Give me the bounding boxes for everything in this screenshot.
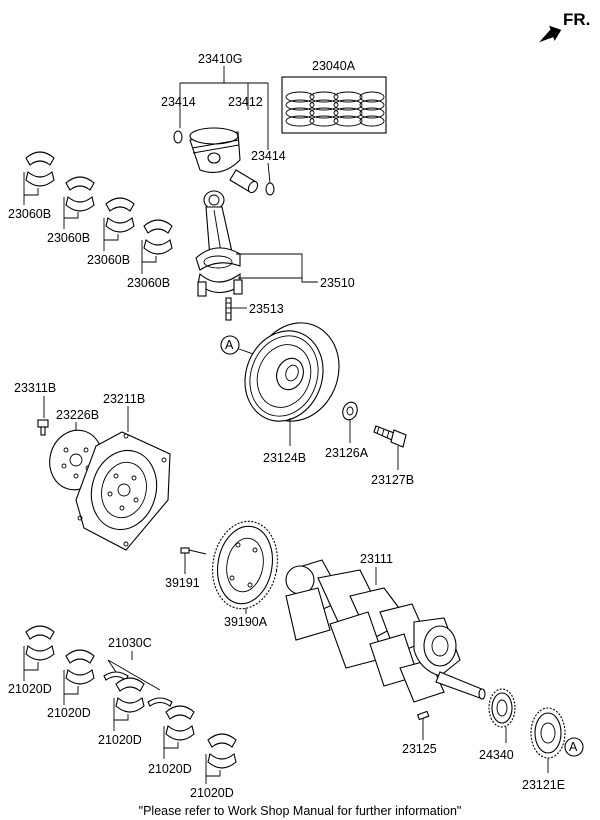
- rod-bolt-icon: [225, 297, 232, 321]
- callout-21020D-4: 21020D: [148, 762, 192, 776]
- crankshaft-pulley-assembly: A 23124B 23126A 23127B: [220, 322, 414, 487]
- sprocket-large-icon: [530, 707, 566, 759]
- callout-23410G: 23410G: [198, 52, 242, 66]
- crank-key-icon: [416, 710, 430, 721]
- crankshaft-bearings-upper: 23060B 23060B 23060B 23060B: [8, 151, 173, 290]
- crankshaft-icon: [285, 559, 486, 703]
- callout-23127B: 23127B: [371, 473, 414, 487]
- front-direction-indicator: FR.: [539, 10, 590, 43]
- callout-23513: 23513: [249, 302, 284, 316]
- pulley-washer-icon: [342, 401, 358, 421]
- callout-21020D-5: 21020D: [190, 786, 234, 800]
- callout-24340: 24340: [479, 748, 514, 762]
- bearing-shell-icon: [115, 677, 145, 713]
- callout-21030C: 21030C: [108, 636, 152, 650]
- callout-23510: 23510: [320, 276, 355, 290]
- callout-23060B-4: 23060B: [127, 276, 170, 290]
- bearing-shell-icon: [65, 176, 95, 212]
- thrust-washer-icon: [147, 697, 173, 707]
- callout-23040A: 23040A: [312, 59, 356, 73]
- bearing-shell-icon: [207, 733, 237, 769]
- callout-23060B-3: 23060B: [87, 253, 130, 267]
- front-arrow-icon: [539, 25, 562, 43]
- sprocket-assembly: 24340 23121E A: [479, 688, 584, 792]
- connecting-rod-icon: [195, 190, 243, 297]
- callout-21020D-3: 21020D: [98, 733, 142, 747]
- bearing-shell-icon: [25, 151, 55, 187]
- piston-ring-set: 23040A: [281, 59, 387, 134]
- callout-23111: 23111: [360, 552, 393, 566]
- callout-39190A: 39190A: [224, 615, 268, 629]
- piston-pin-icon: [229, 169, 259, 194]
- bearing-shell-icon: [143, 219, 173, 255]
- sprocket-small-icon: [488, 688, 516, 728]
- ref-mark-a-pulley-label: A: [225, 338, 234, 352]
- ref-mark-a-sprocket: [564, 737, 584, 757]
- callout-23211B: 23211B: [103, 392, 145, 406]
- piston-icon: [189, 127, 241, 173]
- drive-plate-bolt-icon: [37, 419, 49, 436]
- callout-23412: 23412: [228, 95, 263, 109]
- bearing-shell-icon: [165, 705, 195, 741]
- callout-23121E: 23121E: [522, 778, 565, 792]
- callout-39191: 39191: [165, 576, 200, 590]
- drive-plate-assembly: 23311B 23226B 23211B: [14, 381, 171, 551]
- callout-23226B: 23226B: [56, 408, 99, 422]
- piston-rings-icon: [285, 91, 385, 127]
- bearing-shell-icon: [25, 625, 55, 661]
- callout-23126A: 23126A: [325, 446, 369, 460]
- callout-21020D-2: 21020D: [47, 706, 91, 720]
- pulley-bolt-icon: [373, 425, 407, 448]
- callout-21020D-1: 21020D: [8, 682, 52, 696]
- crankshaft-pulley-icon: [244, 322, 340, 422]
- piston-assembly: 23410G 23414 23412 23414: [161, 52, 286, 196]
- bearing-shell-icon: [105, 197, 135, 233]
- callout-23060B-1: 23060B: [8, 207, 51, 221]
- ref-mark-a-pulley: [220, 335, 240, 355]
- callout-23124B: 23124B: [263, 451, 306, 465]
- callout-23414-left: 23414: [161, 95, 196, 109]
- thrust-washer-set: 21030C: [103, 636, 173, 707]
- snap-ring-left-icon: [173, 130, 183, 144]
- ring-gear-icon: [212, 520, 278, 610]
- bearing-shell-icon: [65, 649, 95, 685]
- snap-ring-right-icon: [265, 182, 275, 196]
- callout-23414-right: 23414: [251, 149, 286, 163]
- drive-plate-icon: [75, 431, 171, 551]
- crankshaft-assembly: 23111 23125: [285, 552, 486, 756]
- connecting-rod-assembly: 23510 23513: [195, 190, 355, 321]
- crankshaft-bearings-lower: 21020D 21020D 21020D 21020D 21020D: [8, 625, 237, 800]
- ring-gear-assembly: 39191 39190A: [165, 520, 278, 629]
- ref-mark-a-sprocket-label: A: [569, 740, 578, 754]
- callout-23060B-2: 23060B: [47, 231, 90, 245]
- callout-23125: 23125: [402, 742, 437, 756]
- callout-23311B: 23311B: [14, 381, 56, 395]
- front-label: FR.: [563, 10, 590, 29]
- footer-note: "Please refer to Work Shop Manual for fu…: [139, 804, 462, 818]
